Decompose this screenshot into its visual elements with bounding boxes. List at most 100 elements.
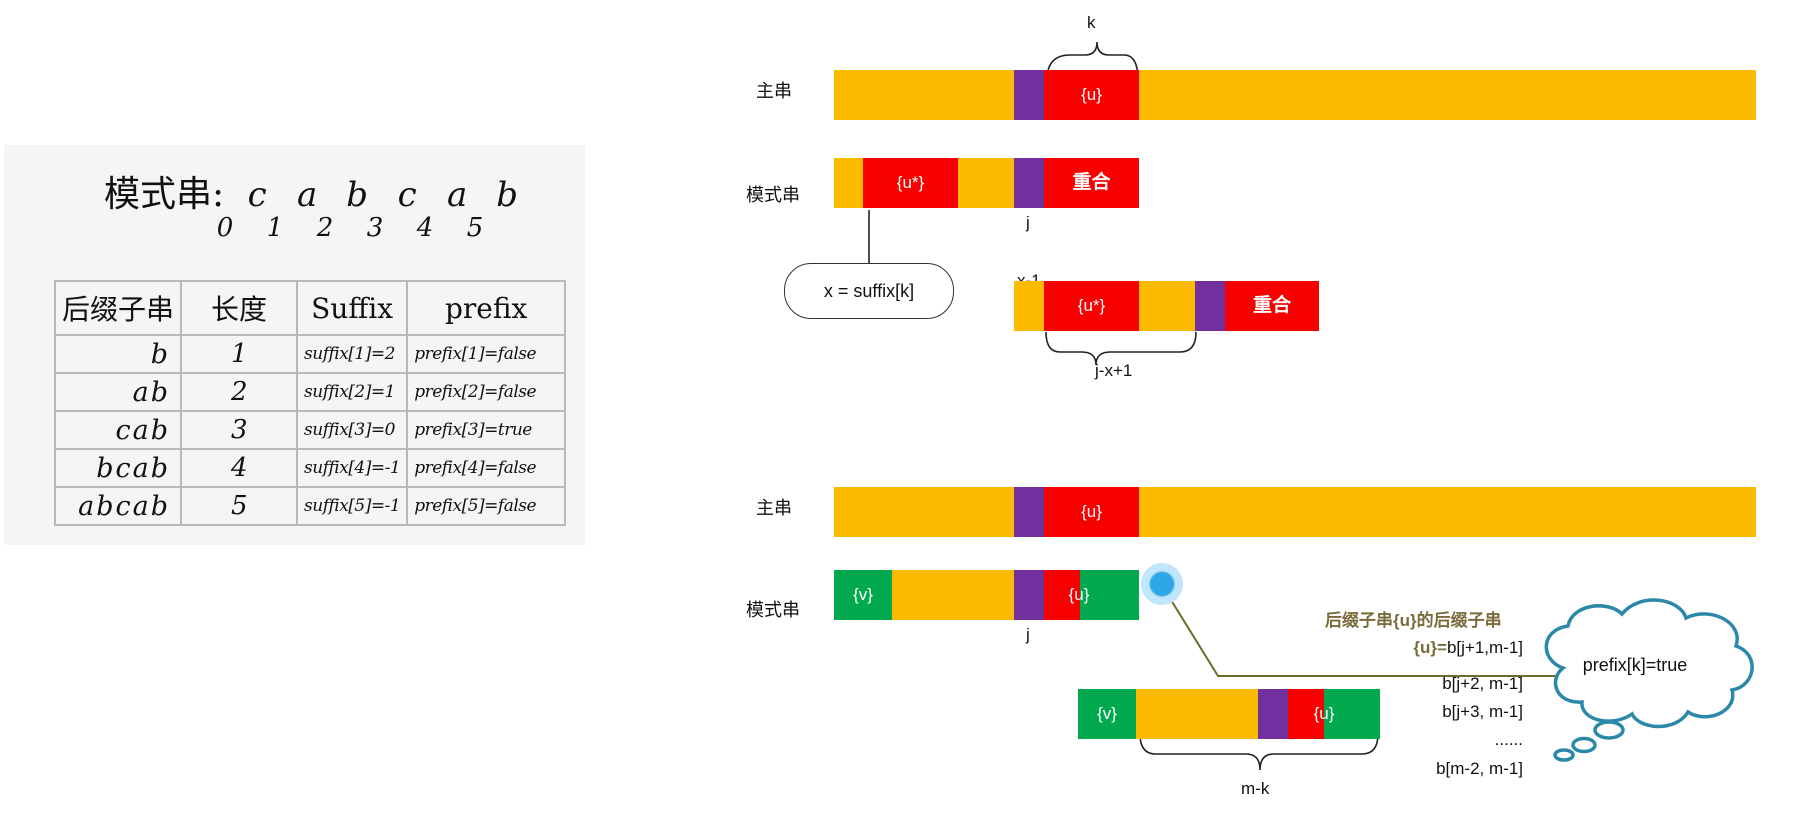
- shifted-ustar-text: {u*}: [1077, 296, 1106, 315]
- pattern-label-top: 模式串: [746, 185, 800, 205]
- cell-suffix-substring: b: [53, 334, 183, 374]
- cloud-text: prefix[k]=true: [1582, 655, 1688, 675]
- shifted-bottom-green: [1324, 689, 1380, 739]
- shifted-bottom-purple: [1258, 689, 1288, 739]
- cell-suffix-value: suffix[5]=-1: [296, 486, 409, 526]
- j-label-bottom: j: [1026, 625, 1030, 644]
- pattern-char: b: [346, 175, 369, 215]
- blue-dot-marker: [1141, 563, 1183, 605]
- range-item: b[j+2, m-1]: [1442, 674, 1523, 693]
- suffix-of-suffix-title: 后缀子串{u}的后缀子串: [1325, 611, 1502, 630]
- pattern-index: 5: [466, 213, 484, 243]
- pattern-bottom-u-text: {u}: [1068, 585, 1090, 604]
- cell-length: 1: [180, 334, 299, 374]
- k-label: k: [1087, 13, 1096, 32]
- pattern-index: 1: [266, 213, 284, 243]
- header-suffix-substring: 后缀子串: [53, 280, 183, 336]
- pattern-bottom-green: [1080, 570, 1139, 620]
- pattern-bottom-v-text: {v}: [853, 585, 873, 604]
- shifted-bottom-u-text: {u}: [1313, 704, 1335, 723]
- cell-suffix-value: suffix[2]=1: [296, 372, 409, 412]
- range-item: b[j+3, m-1]: [1442, 702, 1523, 721]
- j-x-1-brace: [1045, 331, 1197, 366]
- cell-suffix-substring: ab: [53, 372, 183, 412]
- pattern-index: 0: [216, 213, 234, 243]
- pattern-index: 4: [416, 213, 434, 243]
- pattern-bottom-v-block: [834, 570, 892, 620]
- main-bottom-u-block: [1044, 487, 1139, 537]
- main-top-u-block: [1044, 70, 1139, 120]
- dot-connector-line: [1170, 599, 1580, 677]
- cell-suffix-value: suffix[1]=2: [296, 334, 409, 374]
- pattern-char: c: [247, 175, 267, 215]
- main-bottom-purple: [1014, 487, 1044, 537]
- pattern-top-overlap-text: 重合: [1072, 172, 1111, 193]
- pattern-char: a: [297, 175, 318, 215]
- u-equals-rest: b[j+1,m-1]: [1446, 638, 1523, 657]
- u-equals-range: {u}=b[j+1,m-1]: [1413, 638, 1523, 658]
- shifted-purple: [1195, 281, 1225, 331]
- m-k-label: m-k: [1241, 779, 1270, 798]
- cell-prefix-value: prefix[3]=true: [406, 410, 567, 450]
- cell-suffix-value: suffix[3]=0: [296, 410, 409, 450]
- j-label-top: j: [1026, 213, 1030, 232]
- table-header-row: 后缀子串 长度 Suffix prefix: [53, 280, 567, 336]
- main-top-u-text: {u}: [1081, 85, 1102, 104]
- cell-prefix-value: prefix[5]=false: [406, 486, 567, 526]
- cell-suffix-substring: bcab: [53, 448, 183, 488]
- thought-cloud: [1544, 598, 1754, 762]
- range-item: b[m-2, m-1]: [1436, 759, 1523, 778]
- range-item: ......: [1494, 730, 1523, 749]
- shifted-overlap-text: 重合: [1252, 295, 1291, 316]
- main-string-label-bottom: 主串: [756, 498, 792, 518]
- main-string-bar-bottom: [834, 487, 1756, 537]
- cell-suffix-substring: abcab: [53, 486, 183, 526]
- pattern-top-ustar-text: {u*}: [896, 173, 925, 192]
- cell-suffix-substring: cab: [53, 410, 183, 450]
- pattern-char: a: [447, 175, 468, 215]
- pattern-bottom-purple: [1014, 570, 1044, 620]
- pattern-index: 3: [366, 213, 384, 243]
- pattern-string-label: 模式串:: [104, 174, 225, 215]
- cell-length: 3: [180, 410, 299, 450]
- cell-prefix-value: prefix[4]=false: [406, 448, 567, 488]
- main-top-purple: [1014, 70, 1044, 120]
- cell-length: 4: [180, 448, 299, 488]
- header-length: 长度: [180, 280, 299, 336]
- main-string-label-top: 主串: [756, 81, 792, 101]
- x-suffix-box: x = suffix[k]: [784, 263, 954, 319]
- cell-prefix-value: prefix[1]=false: [406, 334, 567, 374]
- shifted-bottom-v-text: {v}: [1097, 704, 1117, 723]
- cell-length: 2: [180, 372, 299, 412]
- cell-length: 5: [180, 486, 299, 526]
- pattern-char: b: [496, 175, 519, 215]
- pattern-label-bottom: 模式串: [746, 600, 800, 620]
- pattern-index: 2: [316, 213, 334, 243]
- header-prefix: prefix: [406, 280, 567, 336]
- j-x-1-label: j-x+1: [1095, 361, 1133, 380]
- cell-prefix-value: prefix[2]=false: [406, 372, 567, 412]
- x-suffix-text: x = suffix[k]: [823, 280, 915, 301]
- m-k-brace: [1139, 733, 1379, 771]
- shifted-bottom-red: [1288, 689, 1324, 739]
- main-bottom-u-text: {u}: [1081, 502, 1102, 521]
- header-suffix: Suffix: [296, 280, 409, 336]
- pattern-top-purple: [1014, 158, 1044, 208]
- pattern-char: c: [397, 175, 417, 215]
- cell-suffix-value: suffix[4]=-1: [296, 448, 409, 488]
- pattern-top-overlap-block: [1044, 158, 1139, 208]
- k-brace: [1046, 41, 1139, 81]
- shifted-overlap-block: [1225, 281, 1319, 331]
